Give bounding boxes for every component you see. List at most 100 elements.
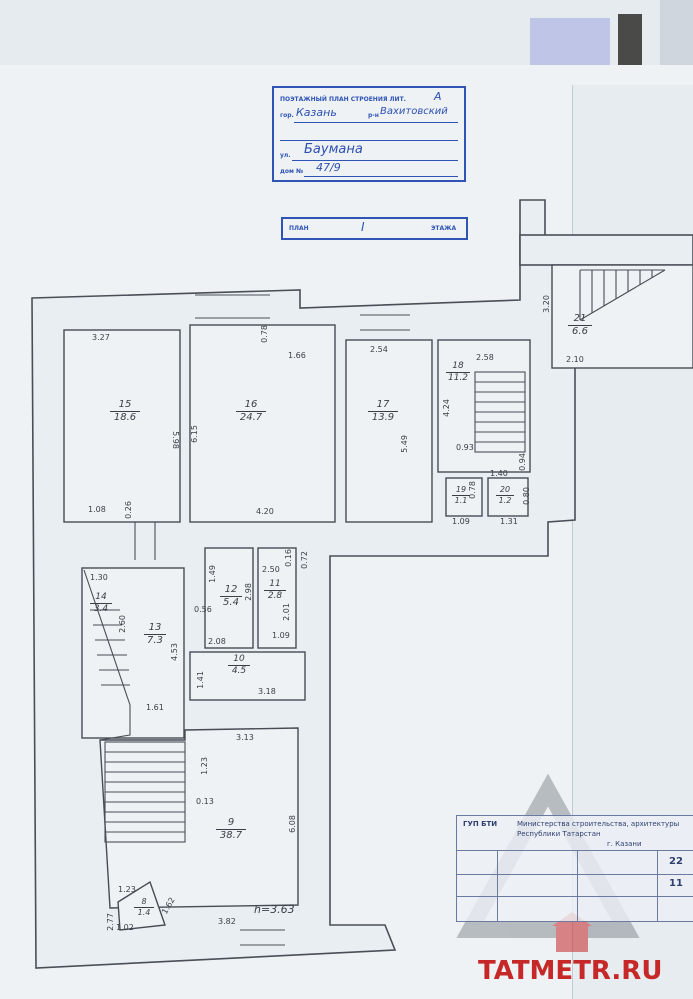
- window-marks: [134, 294, 410, 946]
- dim: 0.72: [299, 551, 309, 569]
- back-sheet-clip: [618, 14, 642, 74]
- dim: 1.40: [490, 469, 508, 478]
- stamp-liter: А: [434, 90, 442, 103]
- dim: 1.30: [90, 573, 108, 582]
- room-15: [63, 329, 181, 523]
- room-20: [487, 477, 529, 517]
- dim: 0.93: [456, 443, 474, 452]
- dim: 3.20: [541, 295, 551, 313]
- watermark-logo-text: TATMETR.RU: [478, 956, 663, 986]
- floor-number: I: [361, 220, 365, 234]
- dim: 1.08: [88, 505, 106, 514]
- dim: 1.61: [146, 703, 164, 712]
- dim: 6.08: [287, 815, 297, 833]
- dim: 6.15: [189, 425, 199, 443]
- dim: 1.41: [195, 671, 205, 689]
- dim: 2.01: [281, 603, 291, 621]
- room-17: [345, 339, 433, 523]
- dim: 1.66: [288, 351, 306, 360]
- dim: 1.02: [116, 923, 134, 932]
- stamp-house: 47/9: [316, 161, 341, 174]
- dim: 2.10: [566, 355, 584, 364]
- dim: 3.18: [258, 687, 276, 696]
- dim: 0.26: [123, 501, 133, 519]
- floor-suffix: ЭТАЖА: [431, 225, 457, 232]
- corridor: [519, 234, 693, 266]
- room-12: [204, 547, 254, 649]
- stamp-city: Казань: [296, 106, 337, 119]
- room-19: [445, 477, 483, 517]
- stair-18: [474, 371, 526, 453]
- dim: 1.31: [500, 517, 518, 526]
- dim: 3.13: [236, 733, 254, 742]
- dim: 4.53: [169, 643, 179, 661]
- dim: 0.78: [467, 481, 477, 499]
- dim: 2.98: [243, 583, 253, 601]
- title-cell-a: 22: [669, 856, 683, 867]
- title-cell-b: 11: [669, 878, 683, 889]
- dim: 2.50: [262, 565, 280, 574]
- room-11: [257, 547, 297, 649]
- dim: 2.54: [370, 345, 388, 354]
- stamp-title: ПОЭТАЖНЫЙ ПЛАН СТРОЕНИЯ ЛИТ.: [280, 96, 406, 103]
- dim: 1.09: [452, 517, 470, 526]
- stamp-street-label: ул.: [280, 152, 291, 159]
- dim: 2.77: [105, 913, 115, 931]
- bti-title-block: ГУП БТИ Министерства строительства, архи…: [456, 815, 693, 922]
- room-10: [189, 651, 306, 701]
- dim: 3.27: [92, 333, 110, 342]
- room-8: [117, 880, 166, 931]
- title-org: ГУП БТИ: [463, 820, 498, 828]
- dim: 1.49: [207, 565, 217, 583]
- stamp-street: Баумана: [304, 142, 363, 157]
- ceiling-height: h=3.63: [254, 903, 295, 916]
- room-18: [437, 339, 531, 473]
- dim: 0.13: [196, 797, 214, 806]
- address-stamp: ПОЭТАЖНЫЙ ПЛАН СТРОЕНИЯ ЛИТ. А гор. Каза…: [272, 86, 466, 182]
- dim: 1.23: [199, 757, 209, 775]
- dim: 1.09: [272, 631, 290, 640]
- stair-14: [83, 569, 131, 741]
- dim: 3.82: [218, 917, 236, 926]
- dim: 5.49: [399, 435, 409, 453]
- dim: 0.94: [517, 453, 527, 471]
- stamp-district: Вахитовский: [380, 106, 448, 117]
- dim: 2.60: [117, 615, 127, 633]
- stair-9: [104, 741, 186, 843]
- dim: 4.20: [256, 507, 274, 516]
- title-line3: Республики Татарстан: [517, 830, 601, 838]
- room-21: [551, 264, 693, 369]
- dim: 0.16: [283, 549, 293, 567]
- dim: 2.08: [208, 637, 226, 646]
- dim: 0.78: [259, 325, 269, 343]
- room-9: [99, 727, 299, 909]
- dim: 5.98: [170, 431, 180, 449]
- title-city: г. Казани: [607, 840, 642, 848]
- title-line2: Министерства строительства, архитектуры: [517, 820, 680, 828]
- stamp-district-label: р-н: [368, 112, 379, 119]
- dim: 2.58: [476, 353, 494, 362]
- dim: 0.56: [194, 605, 212, 614]
- stamp-city-label: гор.: [280, 112, 294, 119]
- floor-stamp: ПЛАН I ЭТАЖА: [281, 217, 468, 240]
- dim: 1.23: [118, 885, 136, 894]
- dim: 0.80: [521, 487, 531, 505]
- room-14-13: [81, 567, 185, 739]
- stamp-house-label: дом №: [280, 168, 304, 175]
- stair-21: [579, 269, 666, 321]
